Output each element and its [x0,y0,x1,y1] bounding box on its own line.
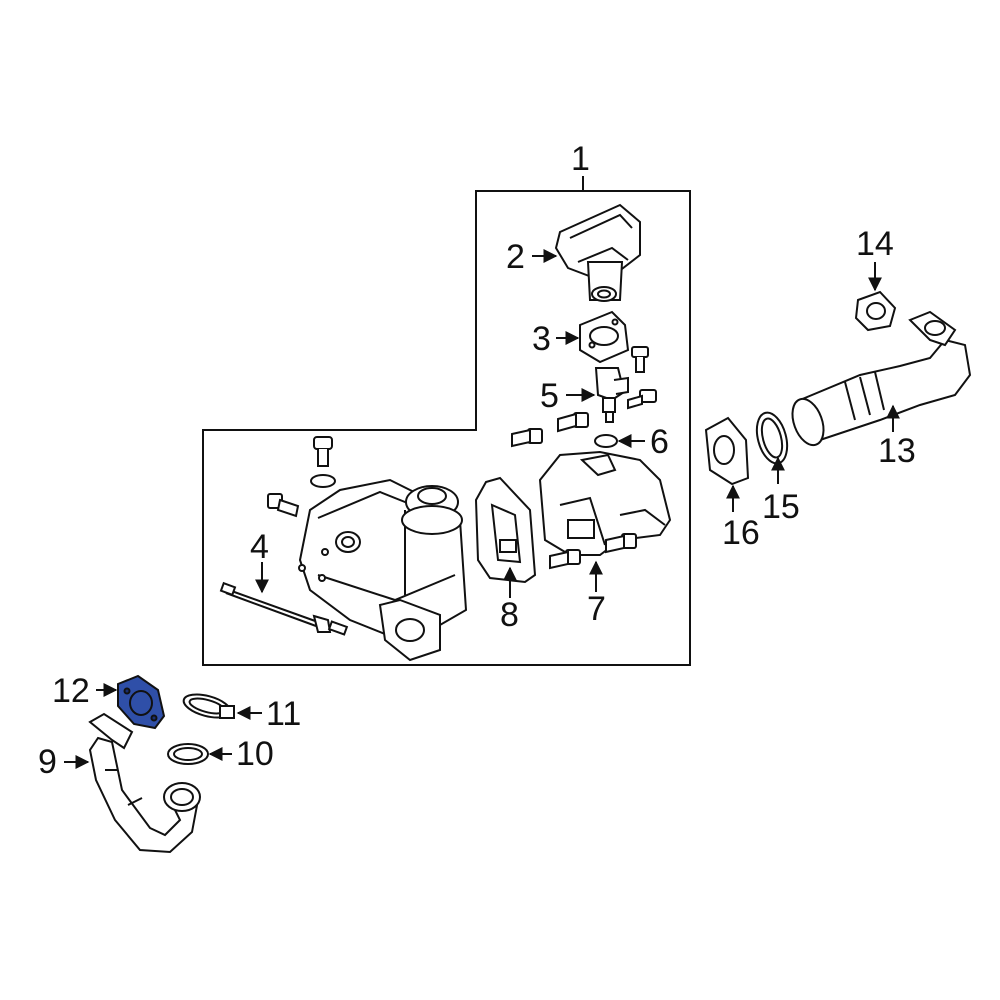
callout-13: 13 [878,432,916,470]
egr-cooler[interactable] [299,480,466,660]
part-10-ring[interactable] [168,744,208,764]
callout-7: 7 [587,590,606,628]
callout-8: 8 [500,596,519,634]
part-4-rod[interactable] [221,583,347,634]
callout-14: 14 [856,225,894,263]
callout-9: 9 [38,743,57,781]
assembly-outline [202,190,691,666]
callout-12: 12 [52,672,90,710]
callout-2: 2 [506,238,525,276]
callout-1: 1 [571,140,590,178]
callout-16: 16 [722,514,760,552]
part-14-gasket[interactable] [856,292,895,330]
bolts-row [512,413,588,446]
part-11-clamp[interactable] [181,690,234,722]
part-15-clamp[interactable] [752,409,793,466]
part-13-pipe[interactable] [787,312,970,449]
callout-3: 3 [532,320,551,358]
part-12-gasket-highlighted[interactable] [118,676,164,728]
bolt-near-3 [632,347,648,372]
bolt-left-cooler [268,494,298,516]
part-6-o-ring[interactable] [594,434,618,448]
bolt-near-5 [628,390,656,408]
callout-11: 11 [266,695,302,733]
part-3-gasket[interactable] [580,312,628,362]
callout-6: 6 [650,423,669,461]
bolts-near-7 [550,534,636,568]
part-9-pipe[interactable] [90,714,200,852]
callout-15: 15 [762,488,800,526]
bolt-top-cooler [311,437,335,487]
part-8-gasket[interactable] [476,478,535,582]
part-16-flange[interactable] [706,418,748,484]
part-2-actuator[interactable] [556,205,640,301]
callout-10: 10 [236,735,274,773]
callout-4: 4 [250,528,269,566]
callout-5: 5 [540,377,559,415]
part-7-housing[interactable] [540,452,670,555]
part-5-sensor[interactable] [596,368,628,422]
